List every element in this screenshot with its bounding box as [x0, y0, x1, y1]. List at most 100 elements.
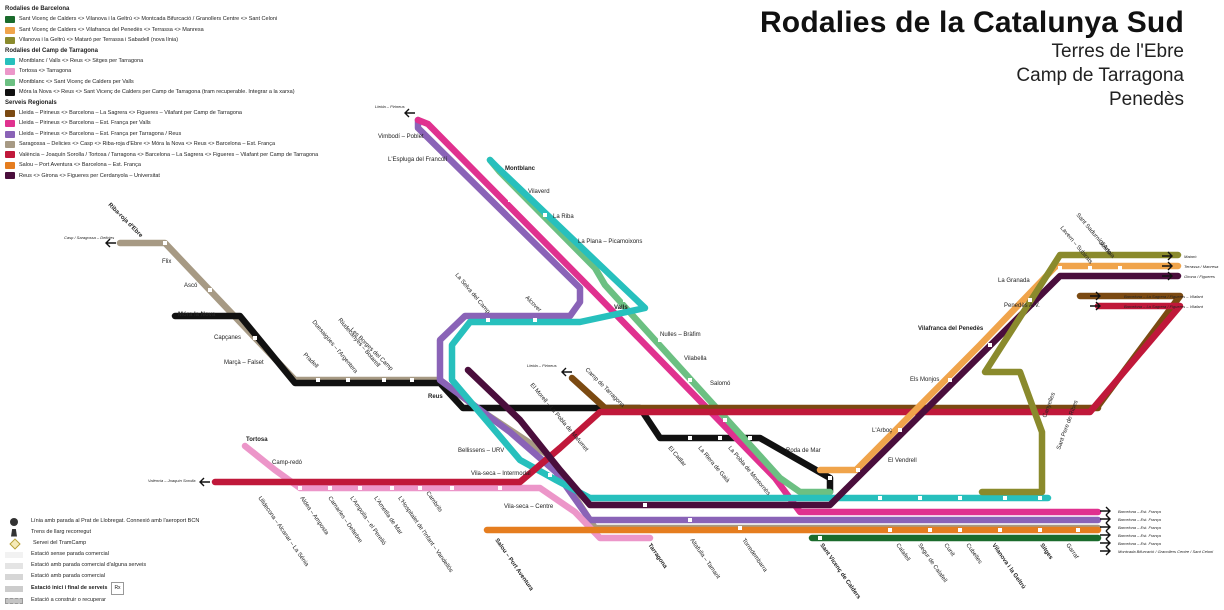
destination-label: València – Joaquín Sorolla: [148, 478, 196, 483]
station-stop: [603, 398, 607, 402]
station-label: Montblanc: [505, 166, 536, 172]
legend-heading: Serveis Regionals: [5, 99, 57, 106]
key-item-label: Trens de llarg recorregut: [31, 529, 92, 535]
station-stop: [643, 488, 647, 492]
station-label: Vila-seca – Centre: [504, 504, 554, 510]
station-stop: [688, 436, 692, 440]
station-stop: [508, 198, 512, 202]
key-item-label: Estació sense parada comercial: [31, 551, 109, 557]
legend-item-label: Lleida – Pirineus <> Barcelona – Est. Fr…: [19, 130, 182, 137]
station-stop: [773, 458, 777, 462]
station-stop: [548, 473, 552, 477]
station-stop: [738, 526, 742, 530]
station-stop: [1058, 266, 1062, 270]
map-title: Rodalies de la Catalunya Sud: [759, 6, 1184, 39]
arrow-right-icon: [1100, 530, 1111, 540]
station-stop: [446, 406, 450, 410]
destination-label: Barcelona – Est. França: [1118, 509, 1162, 514]
station-label: Vilabella: [684, 356, 707, 362]
station-label: Vilaverd: [528, 189, 550, 195]
line-badge: [5, 88, 15, 96]
legend-item-label: València – Joaquín Sorolla / Tortosa / T…: [19, 151, 319, 158]
legend-item-label: Salou – Port Aventura <> Barcelona – Est…: [19, 162, 141, 169]
key-item-label: Línia amb parada al Prat de Llobregat. C…: [31, 518, 200, 524]
key-item-label: Estació amb parada comercial: [31, 573, 105, 579]
station-stop: [486, 318, 490, 322]
station-stop: [856, 468, 860, 472]
line-badge: [5, 26, 15, 34]
station-stop: [898, 428, 902, 432]
station-label: Torredembarra: [740, 538, 768, 574]
station-stop: [328, 486, 332, 490]
station-stop: [828, 476, 832, 480]
station-stop: [888, 528, 892, 532]
line-badge: [5, 140, 15, 148]
station-stop: [958, 496, 962, 500]
arrow-left-icon: [105, 238, 116, 248]
route-rt2: [241, 442, 654, 542]
station-stop: [1076, 528, 1080, 532]
route-rt4: [171, 312, 834, 496]
station-stop: [316, 378, 320, 382]
route-r4: [816, 262, 1182, 474]
station-stop: [1038, 496, 1042, 500]
station-label: Salomó: [710, 381, 731, 387]
legend-item-r16: València – Joaquín Sorolla / Tortosa / T…: [5, 150, 365, 160]
station-label: Garraf: [1064, 543, 1079, 561]
station-stop: [723, 418, 727, 422]
destination-label: Mataró: [1184, 254, 1197, 259]
destination-label: Barcelona – Est. França: [1118, 533, 1162, 538]
station-label: Capçanes: [214, 335, 241, 341]
station-stop: [558, 298, 562, 302]
station-label: Reus: [428, 394, 443, 400]
station-stop: [358, 486, 362, 490]
station-stop: [418, 486, 422, 490]
station-label: Flix: [162, 259, 171, 265]
station-label: Cambrils: [424, 491, 442, 514]
destination-label: Casp / Saragossa – Delicies: [64, 235, 114, 240]
terminus-icon: [5, 585, 23, 592]
route-r12: [568, 292, 1184, 412]
route-r16: [211, 302, 1184, 486]
station-stop: [688, 518, 692, 522]
station-stop: [623, 298, 627, 302]
station-label: Camp de Tarragona: [584, 367, 626, 409]
station-stop: [498, 486, 502, 490]
map-subtitle-3: Penedès: [1108, 89, 1184, 110]
destination-label: Montcada Bifurcació / Granollers Centre …: [1118, 549, 1213, 554]
line-badge: [5, 151, 15, 159]
station-stop: [390, 486, 394, 490]
station-label: L'Espluga del Francolí: [388, 157, 448, 163]
legend-item-r4: Sant Vicenç de Calders <> Vilafranca del…: [5, 25, 365, 35]
arrow-right-icon: [1090, 291, 1101, 301]
arrow-right-icon: [1090, 301, 1101, 311]
station-label: Sant Vicenç de Calders: [818, 543, 861, 601]
station-label: Ascó: [184, 283, 198, 289]
stop-some-icon: [5, 562, 23, 569]
legend-item-rt4: Móra la Nova <> Reus <> Sant Vicenç de C…: [5, 87, 365, 97]
destination-label: Barcelona – Est. França: [1118, 525, 1162, 530]
key-item-stop-none: Estació sense parada comercial: [5, 549, 199, 560]
station-stop: [253, 336, 257, 340]
key-item-tramcamp: Servei del TramCamp: [5, 537, 199, 550]
station-stop: [718, 436, 722, 440]
station-stop: [948, 378, 952, 382]
map-title-block: Rodalies de la Catalunya Sud Terres de l…: [760, 6, 1184, 112]
map-subtitle-2: Camp de Tarragona: [1016, 65, 1184, 86]
line-badge: [5, 172, 15, 180]
station-stop: [748, 436, 752, 440]
key-item-label: Servei del TramCamp: [33, 540, 87, 546]
legend-item-label: Montblanc / Valls <> Reus <> Sitges per …: [19, 58, 144, 65]
station-stop: [688, 378, 692, 382]
station-label: Marçà – Falset: [224, 360, 264, 366]
station-stop: [998, 528, 1002, 532]
route-rt1: [448, 156, 1052, 502]
legend-item-r18: Reus <> Girona <> Figueres per Cerdanyol…: [5, 171, 365, 181]
station-stop: [878, 496, 882, 500]
station-stop: [346, 378, 350, 382]
station-stop: [468, 198, 472, 202]
station-label: Pradell: [302, 352, 319, 369]
station-label: Alcover: [524, 295, 542, 313]
station-stop: [273, 486, 277, 490]
